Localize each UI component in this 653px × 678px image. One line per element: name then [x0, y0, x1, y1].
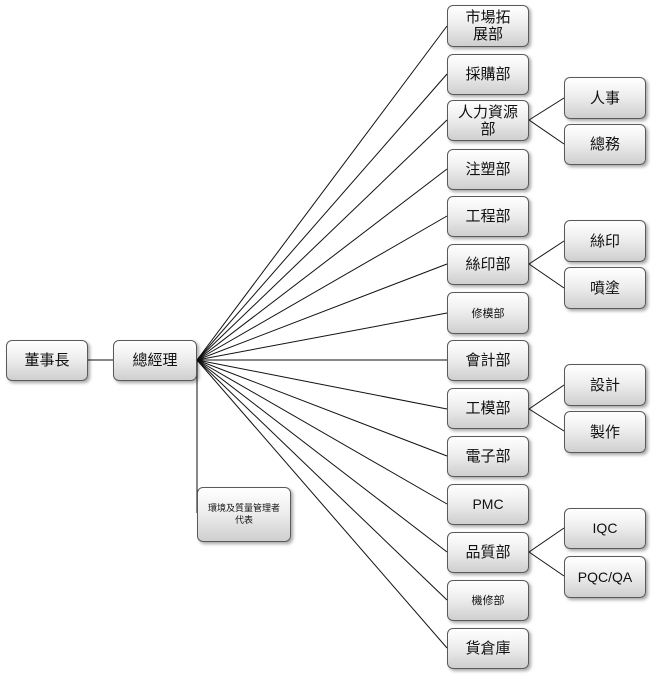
- link-gm-pmc: [196, 359, 448, 505]
- link-quality-iqc: [528, 527, 565, 553]
- node-general-manager: 總經理: [113, 340, 197, 381]
- link-gm-tooling: [196, 359, 448, 410]
- node-accounting: 會計部: [447, 340, 529, 381]
- node-silk-print: 絲印: [564, 220, 646, 262]
- node-env-quality-rep: 環境及質量管理者代表: [197, 487, 291, 542]
- link-gm-engineering: [196, 215, 448, 361]
- node-tooling: 工模部: [447, 388, 529, 429]
- link-gm-quality: [196, 359, 448, 553]
- link-gm-hr: [196, 119, 448, 361]
- node-injection: 注塑部: [447, 149, 529, 190]
- link-gm-machine-repair: [196, 359, 448, 601]
- node-marketing: 市場拓展部: [447, 5, 529, 47]
- link-tooling-production: [528, 408, 565, 432]
- link-gm-purchasing: [196, 73, 448, 361]
- link-silkscreen-silkprint: [528, 240, 565, 265]
- node-chairman: 董事長: [6, 340, 88, 381]
- link-gm-silkscreen: [196, 263, 448, 361]
- node-hr: 人力資源部: [447, 100, 529, 141]
- link-gm-electronics: [196, 359, 448, 457]
- node-electronics: 電子部: [447, 436, 529, 477]
- link-silkscreen-spray: [528, 263, 565, 289]
- node-mold-repair: 修模部: [447, 292, 529, 334]
- node-purchasing: 採購部: [447, 54, 529, 95]
- node-silkscreen: 絲印部: [447, 244, 529, 285]
- node-quality: 品質部: [447, 532, 529, 573]
- link-quality-pqcqa: [528, 551, 565, 577]
- node-machine-repair: 機修部: [447, 580, 529, 621]
- link-gm-warehouse: [196, 359, 448, 649]
- node-design: 設計: [564, 364, 646, 406]
- link-gm-marketing: [196, 25, 448, 361]
- link-hr-personnel: [528, 97, 565, 121]
- link-gm-mold-repair: [196, 312, 448, 361]
- node-iqc: IQC: [564, 508, 646, 549]
- node-pmc: PMC: [447, 484, 529, 525]
- node-production: 製作: [564, 411, 646, 453]
- node-general-affairs: 總務: [564, 124, 646, 165]
- node-warehouse: 貨倉庫: [447, 628, 529, 669]
- link-gm-injection: [196, 168, 448, 361]
- node-pqc-qa: PQC/QA: [564, 556, 646, 598]
- node-spray-paint: 噴塗: [564, 267, 646, 309]
- link-hr-general-affairs: [528, 119, 565, 145]
- node-personnel: 人事: [564, 77, 646, 119]
- link-tooling-design: [528, 384, 565, 410]
- node-engineering: 工程部: [447, 196, 529, 237]
